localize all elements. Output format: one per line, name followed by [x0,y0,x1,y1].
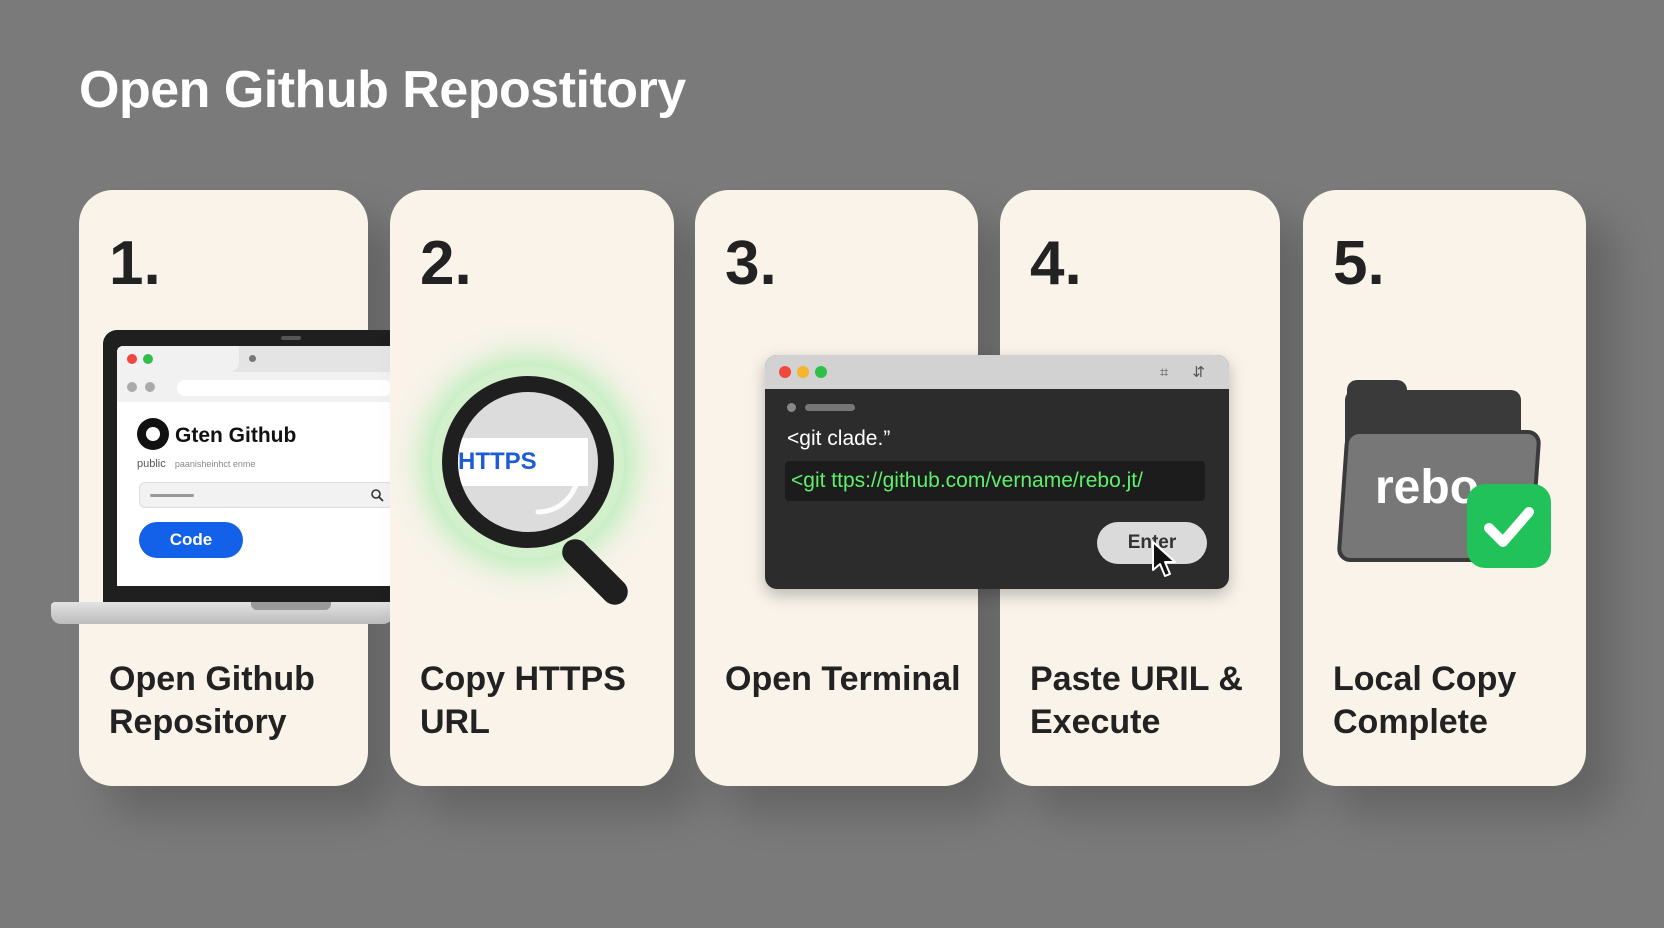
laptop-screen: Gten Github public paanisheinhct enme Co… [103,330,393,602]
mouse-cursor-icon [1152,541,1176,577]
laptop-notch [251,602,331,610]
close-dot[interactable] [127,354,137,364]
browser-toolbar [117,372,393,402]
folder-tab [1347,380,1407,402]
repo-subtitle: paanisheinhct enme [174,459,256,469]
terminal-command: <git ttps://github.com/vername/rebo.jt/ [791,469,1143,492]
laptop-camera [281,336,301,340]
maximize-dot[interactable] [143,354,153,364]
step-card-2: 2. HTTPS Copy HTTPS URL [390,190,674,786]
step-label: Copy HTTPS URL [420,660,626,741]
browser-window: Gten Github public paanisheinhct enme Co… [117,346,393,586]
https-text: HTTPS [458,448,537,475]
step-card-1: 1. Gten Github public paanisheinhct enme [51,190,393,786]
magnifier-icon: HTTPS [442,376,614,548]
terminal-window: ⌗ ⇵ <git clade.” <git ttps://github.com/… [765,355,1229,589]
maximize-dot[interactable] [815,366,827,378]
step-label: Open Terminal [725,660,961,698]
prompt-dot [787,403,796,412]
minimize-dot[interactable] [797,366,809,378]
terminal-toolbar-icons[interactable]: ⌗ ⇵ [1159,364,1215,381]
lens-glare [535,469,581,515]
check-glyph [1484,507,1534,547]
step-label: Paste URIL & Execute [1030,660,1243,741]
terminal-command-input[interactable]: <git ttps://github.com/vername/rebo.jt/ [785,461,1205,501]
folder-name: rebo [1375,461,1480,514]
github-octocat-icon [137,418,169,450]
search-placeholder-line [150,494,194,497]
step-label: Open Github Repository [109,660,315,741]
prompt-line [805,404,855,411]
step-card-5: 5. rebo Local Copy Complete [1303,190,1586,786]
forward-button[interactable] [145,382,155,392]
https-url-bar: HTTPS [458,438,588,486]
search-icon [371,489,384,502]
checkmark-icon [1467,484,1551,568]
terminal-titlebar: ⌗ ⇵ [765,355,1229,389]
repo-site-title: Gten Github [175,424,297,447]
step-number: 1. [109,229,161,298]
magnifier-handle [556,533,634,611]
search-input[interactable] [139,482,393,508]
url-bar[interactable] [177,380,393,396]
visibility-label: public [137,458,166,470]
laptop-base [51,602,393,624]
repo-visibility: public paanisheinhct enme [137,458,255,470]
back-button[interactable] [127,382,137,392]
code-button[interactable]: Code [139,522,243,558]
tab-dot [249,355,256,362]
step-number: 2. [420,229,472,298]
close-dot[interactable] [779,366,791,378]
terminal-line: <git clade.” [787,427,891,450]
step-number: 4. [1030,229,1082,298]
step-label: Local Copy Complete [1333,660,1517,741]
browser-tabbar [117,346,393,372]
step-number: 3. [725,229,777,298]
page-title: Open Github Repostitory [79,61,686,119]
browser-tab[interactable] [117,346,239,372]
step-number: 5. [1333,229,1385,298]
